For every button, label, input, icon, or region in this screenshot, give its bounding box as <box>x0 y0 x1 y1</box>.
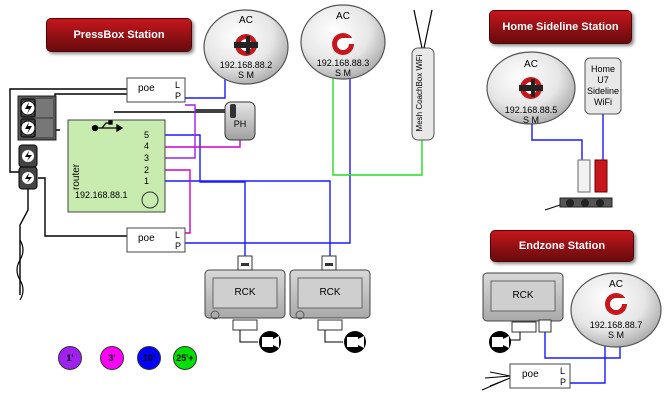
poe-l-port: L <box>175 80 181 90</box>
poe-p-port: P <box>560 377 567 387</box>
poe-label: poe <box>138 233 155 244</box>
legend-25ft: 25'+ <box>173 346 197 370</box>
ac-ip: 192.168.88.7 <box>589 320 643 330</box>
home-wifi-line: Sideline <box>586 86 620 96</box>
router-reset-button <box>141 191 159 209</box>
poe-p-port: P <box>175 241 182 251</box>
cable-3ft <box>155 140 241 148</box>
legend-1ft-label: 1' <box>66 353 74 363</box>
cable-10ft <box>531 110 583 160</box>
power-strip <box>17 95 57 141</box>
mesh-coachbox <box>411 47 435 141</box>
ac-ports: S M <box>607 330 624 340</box>
cable-10ft <box>570 344 606 384</box>
ac-ip: 192.168.88.5 <box>504 105 558 115</box>
router-port-2: 2 <box>144 165 150 175</box>
home-wifi-line: WiFi <box>594 97 612 107</box>
bolt-icon <box>25 122 32 134</box>
power-wire <box>9 88 127 173</box>
home-wifi-line: U7 <box>597 75 609 85</box>
access-point-2 <box>300 4 386 80</box>
router-port-3: 3 <box>144 153 150 163</box>
poe-l-port: L <box>175 230 181 240</box>
cable-1ft <box>155 104 196 159</box>
pressbox-station-banner: PressBox Station <box>46 18 192 52</box>
cable-10ft <box>185 72 351 244</box>
legend-3ft-label: 3' <box>108 353 116 363</box>
usb-icon <box>91 120 124 133</box>
home-wifi-line: Home <box>590 64 615 74</box>
home-sideline-station-title: Home Sideline Station <box>502 20 619 33</box>
camera-icon <box>344 331 366 353</box>
bolt-icon <box>25 102 32 114</box>
rck-label: RCK <box>512 290 534 301</box>
poe-label: poe <box>522 369 539 380</box>
legend-10ft: 10' <box>137 346 161 370</box>
ac-ports: S M <box>237 70 254 80</box>
router-port-4: 4 <box>144 141 150 151</box>
rck-unit-3 <box>482 272 564 341</box>
poe-l-port: L <box>560 366 566 376</box>
cable-10ft <box>155 180 331 256</box>
access-point-1 <box>203 9 289 85</box>
cable-25ft <box>332 72 423 176</box>
poe-label: poe <box>138 83 155 94</box>
legend-10ft-label: 10' <box>142 353 156 363</box>
ac-ports: S M <box>334 68 351 78</box>
poe-cable-bundle <box>481 371 511 391</box>
rck-label: RCK <box>319 287 341 298</box>
power-cord <box>16 239 24 301</box>
rck-label: RCK <box>234 287 256 298</box>
ethernet-port-icon <box>538 319 552 333</box>
power-adapter <box>18 144 38 190</box>
ac-label: AC <box>609 279 623 290</box>
legend-3ft: 3' <box>100 346 124 370</box>
endzone-station-title: Endzone Station <box>518 239 606 252</box>
mesh-coachbox-label: Mesh CoachBox WiFi <box>415 54 424 132</box>
home-sideline-station-banner: Home Sideline Station <box>489 10 632 44</box>
antenna-icon <box>413 9 433 49</box>
phone-label: PH <box>233 119 247 129</box>
power-wire <box>19 178 29 295</box>
poe-p-port: P <box>175 91 182 101</box>
router-port-1: 1 <box>144 176 150 186</box>
power-wire <box>38 177 127 237</box>
router <box>67 119 166 213</box>
pressbox-station-title: PressBox Station <box>73 28 165 41</box>
cable-10ft <box>155 134 246 256</box>
camera-icon <box>259 331 281 353</box>
router-ip: 192.168.88.1 <box>75 190 128 200</box>
ac-ip: 192.168.88.3 <box>316 58 370 68</box>
router-port-5: 5 <box>144 130 150 140</box>
rck-unit-2 <box>289 255 371 343</box>
camera-icon <box>489 331 511 353</box>
poe-unit <box>509 363 571 389</box>
cable-10ft <box>544 332 621 359</box>
access-point-3 <box>486 51 576 125</box>
poe-unit <box>126 77 186 103</box>
bolt-icon <box>25 173 32 183</box>
ac-label: AC <box>524 59 538 70</box>
ac-label: AC <box>239 15 253 26</box>
ac-ports: S M <box>522 115 539 125</box>
ac-label: AC <box>336 11 350 22</box>
legend-25ft-label: 25'+ <box>176 353 194 363</box>
rck-unit-1 <box>204 255 286 343</box>
home-sideline-switch <box>544 159 613 211</box>
ac-ip: 192.168.88.2 <box>219 60 273 70</box>
bolt-icon <box>25 151 32 161</box>
poe-unit <box>126 227 186 253</box>
endzone-station-banner: Endzone Station <box>490 230 634 262</box>
home-u7-wifi <box>584 57 622 115</box>
router-label: router <box>71 163 82 190</box>
legend-1ft: 1' <box>58 346 82 370</box>
access-point-4 <box>570 272 662 348</box>
cable-10ft <box>185 73 226 99</box>
